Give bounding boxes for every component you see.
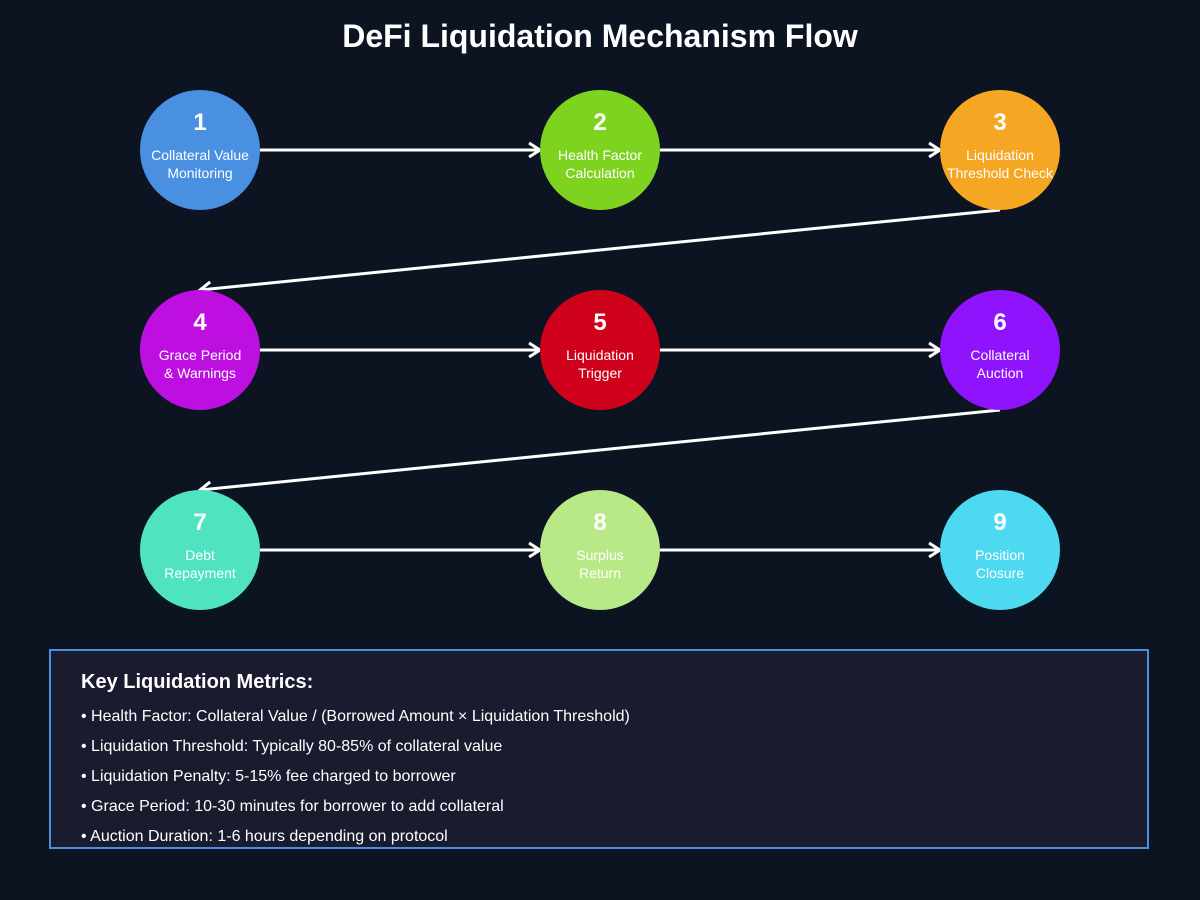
metric-item: • Health Factor: Collateral Value / (Bor… [81,708,630,725]
step-label: Debt [185,547,215,563]
step-circle [940,90,1060,210]
metric-item: • Liquidation Threshold: Typically 80-85… [81,738,503,755]
arrow-1-to-2 [260,141,543,159]
arrow-8-to-9 [660,541,943,559]
step-label: Repayment [164,565,236,581]
step-label: Collateral Value [151,147,249,163]
step-label: Threshold Check [947,165,1054,181]
step-label: Liquidation [966,147,1034,163]
arrow-2-to-3 [660,141,943,159]
step-number: 8 [593,509,606,536]
step-number: 7 [193,509,206,536]
step-number: 4 [193,309,207,336]
page-title: DeFi Liquidation Mechanism Flow [342,18,858,54]
step-number: 1 [193,109,206,136]
step-label: Grace Period [159,347,241,363]
step-label: Position [975,547,1025,563]
arrow-5-to-6 [660,341,943,359]
step-label: Calculation [565,165,634,181]
step-label: & Warnings [164,365,236,381]
step-circle [940,490,1060,610]
metric-item: • Grace Period: 10-30 minutes for borrow… [81,798,504,815]
step-label: Collateral [970,347,1029,363]
step-label: Closure [976,565,1024,581]
step-label: Surplus [576,547,623,563]
step-number: 3 [993,109,1006,136]
step-circle [540,290,660,410]
step-label: Monitoring [167,165,232,181]
step-label: Trigger [578,365,622,381]
metrics-panel: Key Liquidation Metrics: • Health Factor… [49,649,1149,849]
arrow-6-to-7 [197,408,1001,498]
step-label: Health Factor [558,147,642,163]
arrow-3-to-4 [197,208,1001,298]
metrics-heading: Key Liquidation Metrics: [81,671,314,693]
step-number: 5 [593,309,606,336]
step-circle [940,290,1060,410]
step-number: 6 [993,309,1006,336]
step-circle [540,490,660,610]
arrow-4-to-5 [260,341,543,359]
step-circle [540,90,660,210]
step-label: Return [579,565,621,581]
step-circle [140,490,260,610]
arrow-7-to-8 [260,541,543,559]
metric-item: • Auction Duration: 1-6 hours depending … [81,828,448,845]
step-circle [140,90,260,210]
step-number: 9 [993,509,1006,536]
step-label: Auction [977,365,1024,381]
step-circle [140,290,260,410]
metric-item: • Liquidation Penalty: 5-15% fee charged… [81,768,456,785]
step-label: Liquidation [566,347,634,363]
step-number: 2 [593,109,606,136]
